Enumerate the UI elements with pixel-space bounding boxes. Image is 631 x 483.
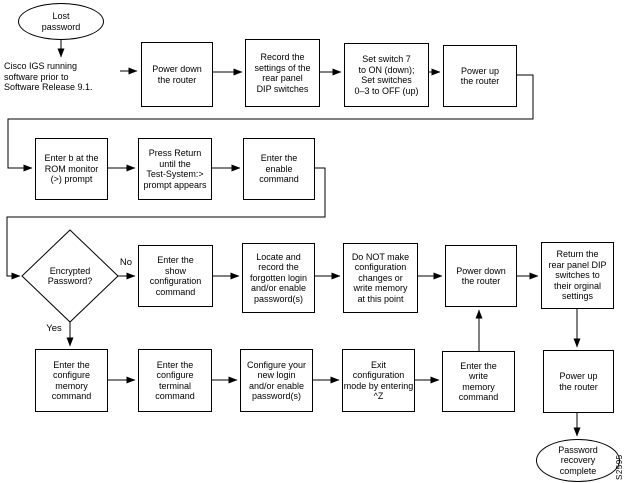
figure-stamp: S2595 <box>615 454 624 480</box>
connector-enable-to-decision-wrap <box>6 167 326 280</box>
end-oval-password-recovery-complete: Password recovery complete <box>536 439 620 482</box>
process-press-return-test-system: Press Return until the Test-System:> pro… <box>138 138 212 200</box>
process-write-memory-command: Enter the write memory command <box>442 351 515 412</box>
edge-label-no: No <box>119 257 133 268</box>
process-power-up-router-2: Power up the router <box>543 350 614 413</box>
process-enter-enable-command: Enter the enable command <box>243 138 315 200</box>
process-return-dip-switches: Return the rear panel DIP switches to th… <box>541 242 614 309</box>
process-configure-memory-command: Enter the configure memory command <box>35 349 108 412</box>
process-exit-configuration-mode: Exit configuration mode by entering ^Z <box>342 349 415 412</box>
process-locate-record-passwords: Locate and record the forgotten login an… <box>242 243 315 313</box>
process-record-dip-settings: Record the settings of the rear panel DI… <box>245 39 320 107</box>
process-show-configuration-command: Enter the show configuration command <box>138 245 213 307</box>
start-oval-lost-password: Lost password <box>18 3 104 40</box>
note-cisco-igs-software: Cisco IGS running software prior to Soft… <box>4 61 93 92</box>
process-power-down-router-2: Power down the router <box>445 245 517 307</box>
connector-powerup1-to-enterb-wrap <box>7 74 534 172</box>
process-set-switch-7: Set switch 7 to ON (down); Set switches … <box>344 43 429 107</box>
process-enter-b-rom-monitor: Enter b at the ROM monitor (>) prompt <box>35 138 108 200</box>
edge-label-yes: Yes <box>46 323 62 334</box>
process-do-not-make-changes: Do NOT make configuration changes or wri… <box>343 243 418 313</box>
process-power-down-router-1: Power down the router <box>141 42 213 107</box>
process-configure-new-login: Configure your new login and/or enable p… <box>240 349 313 412</box>
process-power-up-router-1: Power up the router <box>443 45 517 107</box>
decision-encrypted-password: Encrypted Password? <box>47 265 93 287</box>
process-configure-terminal-command: Enter the configure terminal command <box>138 349 212 412</box>
